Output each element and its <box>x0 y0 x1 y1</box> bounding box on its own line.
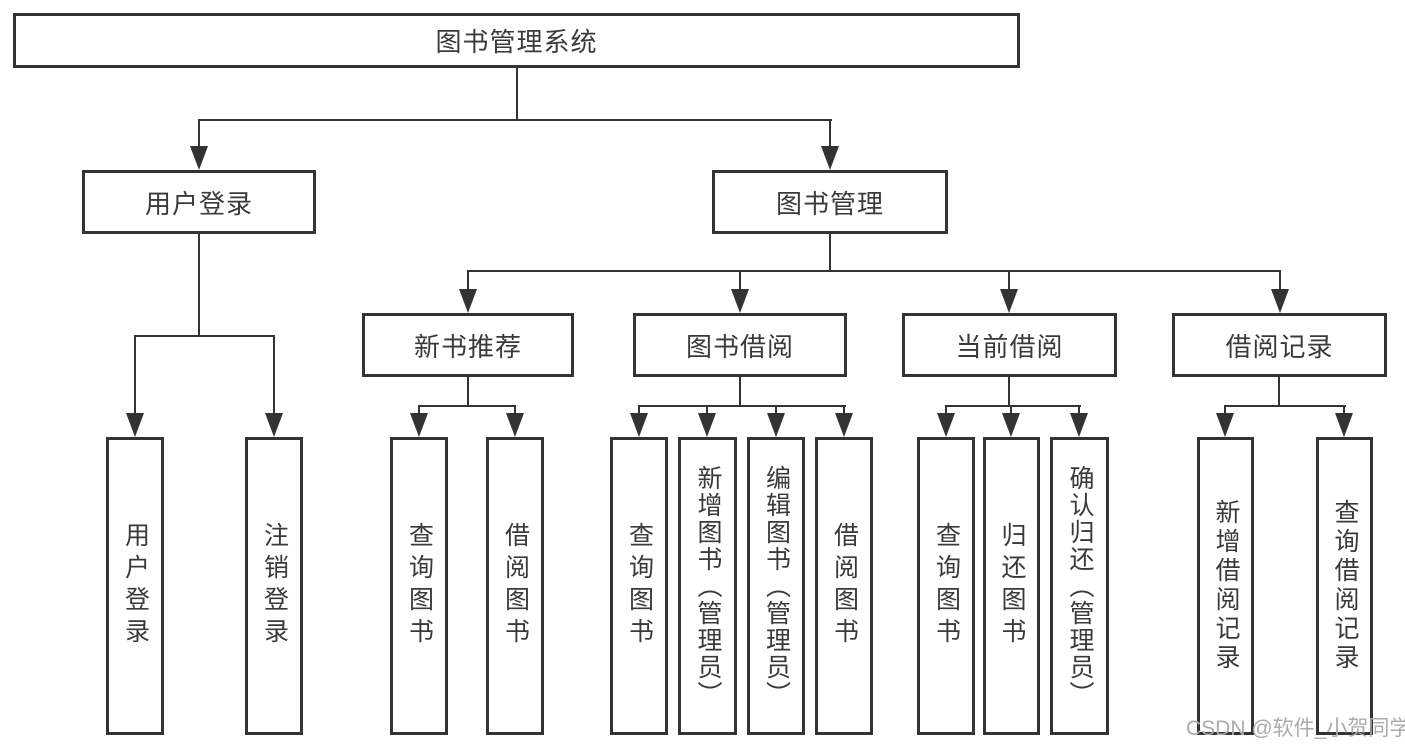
node-label: 图书借阅 <box>685 331 794 362</box>
connector-line <box>638 405 640 417</box>
node-label: 编辑图书（管理员） <box>762 464 791 708</box>
node-label: 用户登录 <box>121 522 150 650</box>
connector-line <box>1279 270 1281 291</box>
node-book-borrowing: 图书借阅 <box>633 313 847 377</box>
node-borrowing-records: 借阅记录 <box>1172 313 1387 377</box>
connector-line <box>1278 377 1280 407</box>
arrow-down-icon <box>1216 413 1234 437</box>
connector-line <box>775 405 777 417</box>
node-label: 借阅图书 <box>830 522 859 650</box>
node-label: 借阅图书 <box>501 522 530 650</box>
connector-line <box>829 119 831 149</box>
connector-line <box>198 119 832 121</box>
connector-line <box>418 405 516 407</box>
node-label: 查询图书 <box>625 522 654 650</box>
node-leaf-add-books-admin: 新增图书（管理员） <box>678 437 737 735</box>
connector-line <box>829 234 831 272</box>
arrow-down-icon <box>731 289 749 313</box>
arrow-down-icon <box>410 413 428 437</box>
node-label: 查询图书 <box>405 522 434 650</box>
node-current-borrowing: 当前借阅 <box>902 313 1117 377</box>
arrow-down-icon <box>835 413 853 437</box>
node-leaf-current-query-books: 查询图书 <box>917 437 975 735</box>
arrow-down-icon <box>1002 413 1020 437</box>
node-label: 确认归还（管理员） <box>1066 464 1094 708</box>
node-label: 新书推荐 <box>413 331 522 362</box>
connector-line <box>739 377 741 407</box>
connector-line <box>134 335 275 337</box>
arrow-down-icon <box>459 289 477 313</box>
arrow-down-icon <box>1000 289 1018 313</box>
node-leaf-logout: 注销登录 <box>245 437 303 735</box>
node-leaf-return-books: 归还图书 <box>983 437 1040 735</box>
connector-line <box>843 405 845 417</box>
node-label: 新增借阅记录 <box>1212 499 1240 673</box>
node-leaf-recommend-query-books: 查询图书 <box>390 437 448 735</box>
node-label: 借阅记录 <box>1225 331 1334 362</box>
node-label: 新增图书（管理员） <box>694 464 722 708</box>
connector-line <box>1224 405 1346 407</box>
arrow-down-icon <box>1070 413 1088 437</box>
node-library-management-system: 图书管理系统 <box>13 13 1020 68</box>
node-leaf-borrowing-borrow-books: 借阅图书 <box>815 437 873 735</box>
node-label: 注销登录 <box>260 522 289 650</box>
connector-line <box>514 405 516 417</box>
connector-line <box>1008 270 1010 291</box>
node-new-book-recommendation: 新书推荐 <box>362 313 574 377</box>
node-label: 查询借阅记录 <box>1331 499 1359 673</box>
connector-line <box>467 270 469 291</box>
csdn-watermark: CSDN @软件_小贺同学 <box>1186 717 1405 740</box>
connector-line <box>198 119 200 149</box>
node-label: 图书管理 <box>775 188 884 219</box>
arrow-down-icon <box>767 413 785 437</box>
connector-line <box>1078 405 1080 417</box>
connector-line <box>706 405 708 417</box>
arrow-down-icon <box>1335 413 1353 437</box>
connector-line <box>467 270 1281 272</box>
node-book-management: 图书管理 <box>712 170 948 234</box>
arrow-down-icon <box>1271 289 1289 313</box>
connector-line <box>418 405 420 417</box>
arrow-down-icon <box>190 146 208 170</box>
node-label: 查询图书 <box>932 522 961 650</box>
connector-line <box>739 270 741 291</box>
arrow-down-icon <box>630 413 648 437</box>
connector-line <box>198 234 200 337</box>
connector-line <box>945 405 1081 407</box>
connector-line <box>1224 405 1226 417</box>
connector-line <box>1343 405 1345 417</box>
connector-line <box>273 335 275 415</box>
arrow-down-icon <box>126 413 144 437</box>
connector-line <box>1010 405 1012 417</box>
connector-line <box>134 335 136 415</box>
node-leaf-add-borrow-record: 新增借阅记录 <box>1197 437 1254 735</box>
node-leaf-user-login: 用户登录 <box>106 437 164 735</box>
node-leaf-edit-books-admin: 编辑图书（管理员） <box>747 437 805 735</box>
node-leaf-borrowing-query-books: 查询图书 <box>610 437 668 735</box>
arrow-down-icon <box>506 413 524 437</box>
connector-line <box>516 66 518 121</box>
arrow-down-icon <box>698 413 716 437</box>
arrow-down-icon <box>821 146 839 170</box>
node-leaf-query-borrow-record: 查询借阅记录 <box>1316 437 1373 735</box>
connector-line <box>638 405 846 407</box>
connector-line <box>945 405 947 417</box>
node-user-login: 用户登录 <box>82 170 316 234</box>
node-label: 当前借阅 <box>955 331 1064 362</box>
connector-line <box>1008 377 1010 407</box>
node-label: 归还图书 <box>998 522 1026 650</box>
arrow-down-icon <box>265 413 283 437</box>
arrow-down-icon <box>937 413 955 437</box>
node-label: 图书管理系统 <box>435 27 598 57</box>
node-leaf-confirm-return-admin: 确认归还（管理员） <box>1050 437 1109 735</box>
node-label: 用户登录 <box>144 188 253 219</box>
node-leaf-recommend-borrow-books: 借阅图书 <box>486 437 544 735</box>
connector-line <box>467 377 469 407</box>
